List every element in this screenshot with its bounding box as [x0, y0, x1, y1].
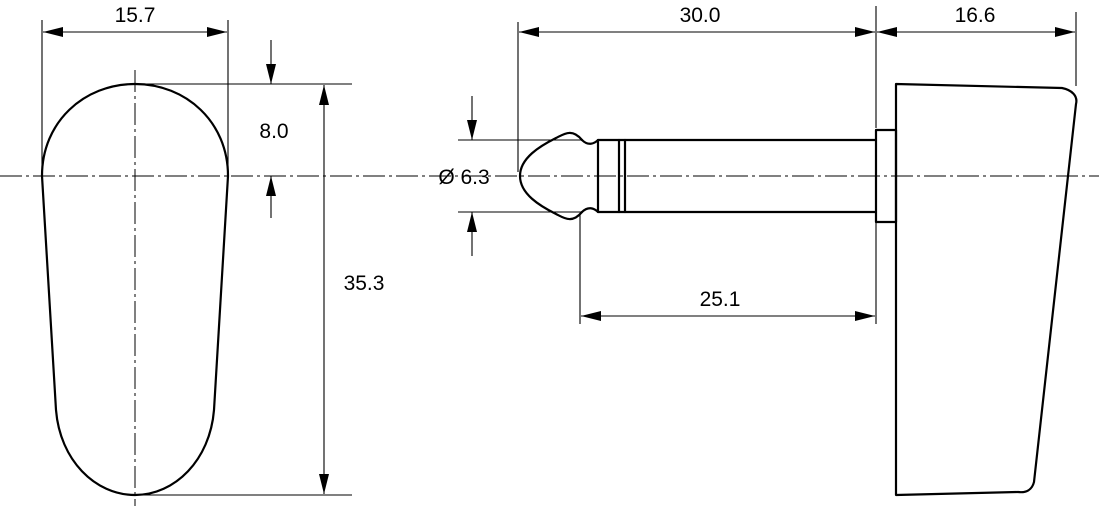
dimension-label-30-0: 30.0 [680, 4, 721, 27]
dimension-label-diameter: Ø 6.3 [438, 166, 489, 189]
plug-side-view: 30.0 16.6 25.1 Ø 6.3 [438, 4, 1078, 497]
plug-tip-outline [518, 131, 584, 221]
dimension-label-15-7: 15.7 [115, 4, 156, 27]
dimension-label-35-3: 35.3 [344, 272, 385, 295]
handle-body-outline [894, 82, 1078, 497]
dimension-label-8-0: 8.0 [259, 120, 288, 143]
dimension-label-25-1: 25.1 [700, 288, 741, 311]
dimension-label-16-6: 16.6 [955, 4, 996, 27]
plug-sleeve-outline [596, 138, 878, 214]
handle-side-view: 15.7 8.0 35.3 [0, 4, 1099, 506]
